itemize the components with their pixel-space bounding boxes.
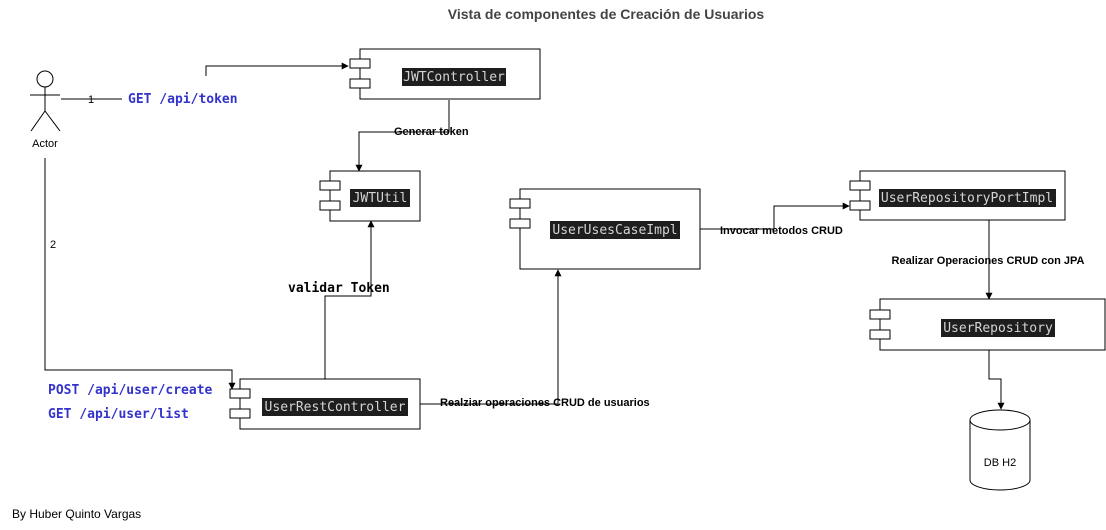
- actor-label: Actor: [32, 138, 58, 150]
- component-user-rest-controller-name: UserRestController: [265, 400, 406, 415]
- component-user-uses-case-impl: UserUsesCaseImpl: [509, 188, 701, 270]
- edge-realizar-crud-jpa-label: Realizar Operaciones CRUD con JPA: [892, 255, 1085, 267]
- component-user-repository-port-impl: UserRepositoryPortImpl: [849, 170, 1066, 221]
- edge-invocar-crud: [700, 202, 850, 230]
- edge-generar-token-label: Generar token: [394, 126, 469, 138]
- component-user-repository-name: UserRepository: [943, 321, 1053, 336]
- edge-get-list-label: GET /api/user/list: [48, 407, 189, 422]
- edge-step2: [44, 158, 236, 390]
- component-jwt-controller: JWTController: [349, 48, 541, 100]
- edge-to-database: [988, 350, 1005, 410]
- component-jwt-controller-name: JWTController: [403, 70, 505, 85]
- edge-post-create-label: POST /api/user/create: [48, 383, 213, 398]
- edge-generar-token: [355, 100, 450, 172]
- diagram-title: Vista de componentes de Creación de Usua…: [448, 6, 765, 22]
- component-jwt-util: JWTUtil: [319, 170, 421, 222]
- component-user-repository-port-impl-name: UserRepositoryPortImpl: [881, 191, 1053, 206]
- edge-realizar-crud-usuarios-label: Realziar operaciones CRUD de usuarios: [440, 397, 650, 409]
- edge-invocar-crud-label: Invocar metodos CRUD: [720, 225, 843, 237]
- edge-validar-token: [324, 220, 375, 379]
- edge-validar-token-label: validar Token: [288, 281, 390, 296]
- database-db-h2: DB H2: [969, 409, 1031, 491]
- database-label: DB H2: [984, 457, 1016, 469]
- edge-step2-label: 2: [50, 239, 56, 251]
- component-jwt-util-name: JWTUtil: [353, 191, 408, 206]
- edge-get-token-label: GET /api/token: [128, 92, 238, 107]
- component-user-repository: UserRepository: [869, 298, 1106, 351]
- component-user-rest-controller: UserRestController: [229, 378, 421, 430]
- author-credit: By Huber Quinto Vargas: [12, 507, 141, 521]
- actor-figure: [30, 70, 61, 132]
- edge-get-token: [61, 62, 349, 100]
- edge-realizar-crud-usuarios: [420, 269, 562, 405]
- edge-step1-label: 1: [88, 94, 94, 106]
- component-user-uses-case-impl-name: UserUsesCaseImpl: [552, 223, 677, 238]
